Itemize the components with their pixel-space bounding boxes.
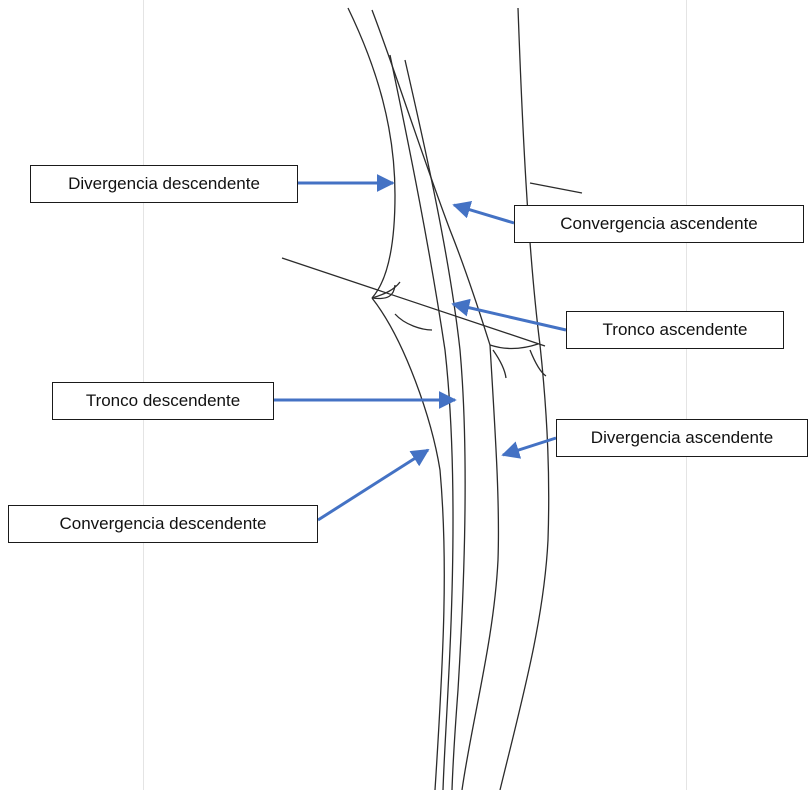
junction-fillet-4 [489,343,539,350]
road-edge-right [499,7,550,790]
junction-fillet-5 [492,349,507,379]
label-divergencia-ascendente: Divergencia ascendente [556,419,808,457]
label-tronco-ascendente: Tronco ascendente [566,311,784,349]
lane-line-2 [404,59,466,790]
label-convergencia-ascendente: Convergencia ascendente [514,205,804,243]
road-edge-middle [461,344,500,790]
arrow-convergencia-ascendente [452,201,515,225]
junction-fillet-2 [371,281,401,299]
road-edge-left-lower [371,297,445,790]
label-convergencia-descendente: Convergencia descendente [8,505,318,543]
junction-fillet-3 [394,313,433,331]
label-divergencia-descendente: Divergencia descendente [30,165,298,203]
cross-road [281,257,546,347]
arrow-divergencia-ascendente [501,436,557,459]
frame-guide-right [686,0,687,790]
road-edge-left-upper [347,7,396,299]
arrow-tronco-ascendente [451,298,567,332]
lane-line-1 [389,54,454,790]
short-branch-road [529,182,583,194]
label-tronco-descendente: Tronco descendente [52,382,274,420]
junction-fillet-6 [529,349,547,377]
arrow-convergencia-descendente [317,448,430,522]
